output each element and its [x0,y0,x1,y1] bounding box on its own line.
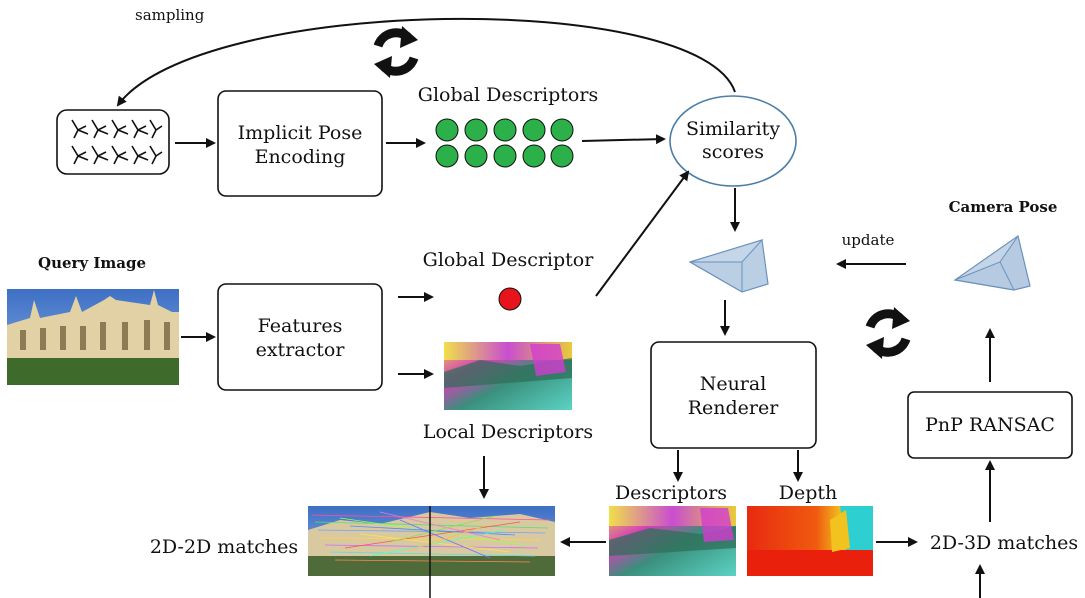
depth-map [747,506,873,576]
query-photo [7,289,179,385]
matches-2d3d-label: 2D-3D matches [930,532,1078,554]
descriptor-heatmap [444,342,572,410]
global-descriptors-label: Global Descriptors [418,84,598,106]
features-line1: Features [258,315,343,337]
camera-frustum-icon [688,238,769,293]
rendered-descriptor-map [609,506,736,576]
similarity-line1: Similarity [686,118,780,140]
pnp-label: PnP RANSAC [925,414,1055,436]
camera-pose-label: Camera Pose [949,198,1058,216]
features-extractor-box [217,283,383,391]
pose-encoding-box [217,90,383,197]
pose-samples-icons [71,119,163,165]
update-label: update [842,231,895,249]
refresh-icon [865,307,911,359]
matches-image [308,506,555,598]
matches-2d2d-label: 2D-2D matches [150,536,298,558]
pose-encoding-line2: Encoding [255,146,346,168]
features-line2: extractor [256,339,346,361]
sampling-arrow [116,17,736,107]
arrow-query-to-similarity [595,170,690,297]
query-global-descriptor-dot [498,287,522,311]
global-descriptor-label: Global Descriptor [423,249,595,271]
pose-encoding-line1: Implicit Pose [238,122,363,144]
global-descriptor-dots [435,118,574,168]
similarity-scores-ellipse [669,95,797,187]
pose-samples-box [56,109,170,175]
renderer-line1: Neural [700,373,767,395]
refresh-icon [373,26,419,78]
neural-renderer-box [650,341,817,449]
sampling-label: sampling [135,6,205,24]
local-descriptors-label: Local Descriptors [423,421,593,443]
renderer-line2: Renderer [688,397,780,419]
depth-label: Depth [779,482,838,504]
similarity-line2: scores [702,141,764,163]
pnp-ransac-box [907,391,1073,459]
query-image-label: Query Image [38,254,146,272]
arrow-descriptors-to-similarity [581,134,666,145]
descriptors-label: Descriptors [615,482,727,504]
camera-pose-icon [953,235,1031,291]
